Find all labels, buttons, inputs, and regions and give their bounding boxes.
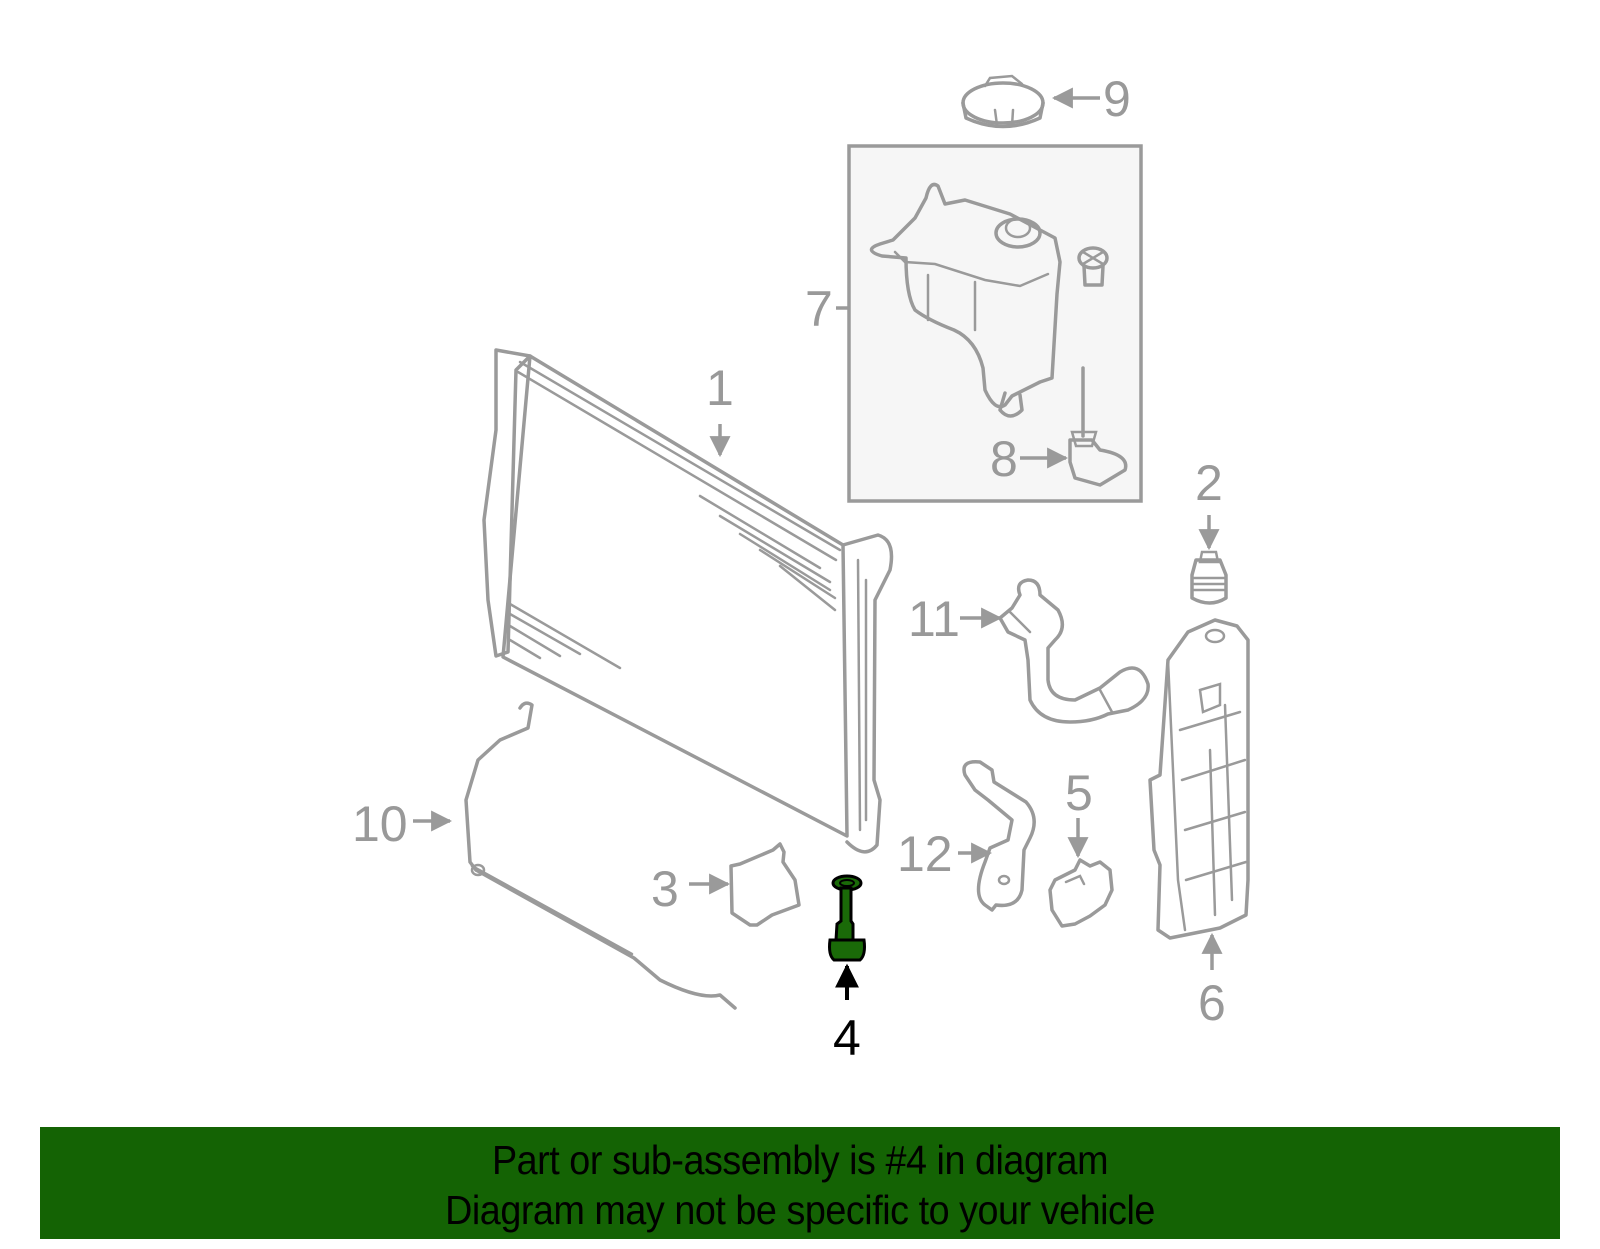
- part-5-sensor[interactable]: 5: [1048, 765, 1114, 928]
- callout-1: 1: [706, 360, 734, 416]
- callout-9: 9: [1103, 71, 1131, 127]
- callout-11: 11: [908, 591, 960, 647]
- callout-5: 5: [1065, 765, 1093, 821]
- callout-3: 3: [651, 861, 679, 917]
- part-7-expansion-tank-assembly[interactable]: 7: [805, 144, 1143, 503]
- callout-8: 8: [990, 431, 1018, 487]
- info-banner: Part or sub-assembly is #4 in diagram Di…: [40, 1127, 1560, 1239]
- part-10-vent-line[interactable]: 10: [352, 701, 737, 1010]
- part-3-bracket[interactable]: 3: [651, 842, 801, 927]
- part-1-radiator[interactable]: 1: [482, 348, 894, 854]
- part-2-drain-plug[interactable]: 2: [1190, 455, 1228, 605]
- callout-10: 10: [352, 796, 408, 852]
- callout-7: 7: [805, 281, 833, 337]
- banner-line-1: Part or sub-assembly is #4 in diagram: [491, 1137, 1109, 1183]
- part-8-level-sensor[interactable]: 8: [990, 366, 1128, 487]
- part-12-lower-hose[interactable]: 12: [897, 760, 1036, 912]
- part-4-radiator-mount-pin[interactable]: 4: [828, 874, 866, 1066]
- callout-2: 2: [1195, 455, 1223, 511]
- callout-6: 6: [1198, 975, 1226, 1031]
- part-6-side-panel[interactable]: 6: [1148, 618, 1250, 1031]
- callout-4: 4: [833, 1010, 861, 1066]
- callout-12: 12: [897, 826, 953, 882]
- banner-line-2: Diagram may not be specific to your vehi…: [445, 1187, 1155, 1233]
- part-11-upper-hose[interactable]: 11: [908, 578, 1150, 724]
- part-9-tank-cap[interactable]: 9: [961, 71, 1131, 129]
